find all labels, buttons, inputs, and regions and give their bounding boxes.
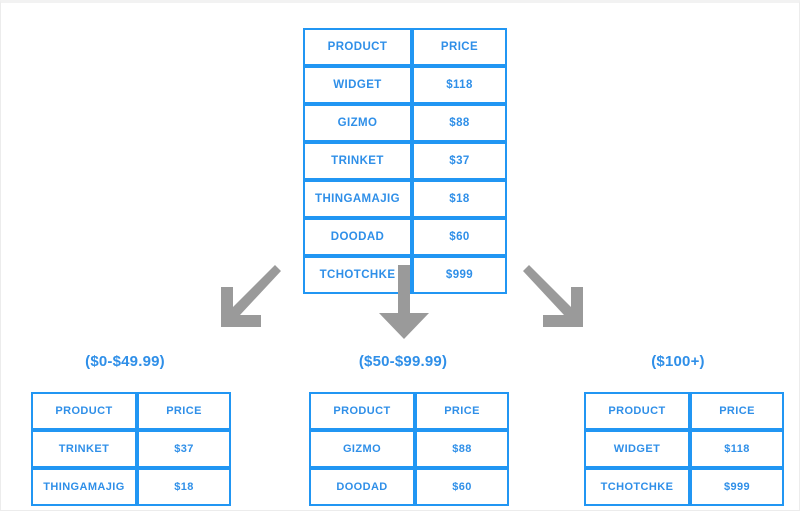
- cell-product: GIZMO: [303, 104, 412, 142]
- header-price: PRICE: [415, 392, 509, 430]
- cell-product: TCHOTCHKE: [584, 468, 690, 506]
- table-row: DOODAD $60: [303, 218, 507, 256]
- cell-price: $118: [412, 66, 507, 104]
- cell-product: DOODAD: [309, 468, 415, 506]
- cell-price: $60: [412, 218, 507, 256]
- table-row: TCHOTCHKE $999: [584, 468, 784, 506]
- table-row: WIDGET $118: [303, 66, 507, 104]
- bucket-title-high: ($100+): [651, 353, 705, 370]
- table-header-row: PRODUCT PRICE: [584, 392, 784, 430]
- cell-price: $18: [137, 468, 231, 506]
- table-row: THINGAMAJIG $18: [303, 180, 507, 218]
- cell-price: $999: [690, 468, 784, 506]
- bucket-title-mid: ($50-$99.99): [358, 353, 448, 370]
- table-row: THINGAMAJIG $18: [31, 468, 231, 506]
- table-row: WIDGET $118: [584, 430, 784, 468]
- table-header-row: PRODUCT PRICE: [303, 28, 507, 66]
- header-price: PRICE: [137, 392, 231, 430]
- cell-price: $37: [412, 142, 507, 180]
- table-header-row: PRODUCT PRICE: [31, 392, 231, 430]
- header-product: PRODUCT: [309, 392, 415, 430]
- arrow-down-right-icon: [523, 265, 583, 327]
- table-row: DOODAD $60: [309, 468, 509, 506]
- cell-price: $999: [412, 256, 507, 294]
- table-row: TRINKET $37: [31, 430, 231, 468]
- header-product: PRODUCT: [584, 392, 690, 430]
- bucket-table-mid: PRODUCT PRICE GIZMO $88 DOODAD $60: [309, 392, 509, 506]
- cell-price: $60: [415, 468, 509, 506]
- bucket-title-low: ($0-$49.99): [85, 353, 165, 370]
- header-product: PRODUCT: [303, 28, 412, 66]
- arrow-down-left-icon: [221, 265, 281, 327]
- cell-price: $118: [690, 430, 784, 468]
- cell-product: GIZMO: [309, 430, 415, 468]
- table-row: TCHOTCHKE $999: [303, 256, 507, 294]
- cell-price: $88: [415, 430, 509, 468]
- cell-product: DOODAD: [303, 218, 412, 256]
- cell-product: TCHOTCHKE: [303, 256, 412, 294]
- arrow-down-icon: [379, 265, 429, 339]
- cell-product: WIDGET: [584, 430, 690, 468]
- table-row: GIZMO $88: [309, 430, 509, 468]
- header-price: PRICE: [690, 392, 784, 430]
- table-row: GIZMO $88: [303, 104, 507, 142]
- cell-price: $37: [137, 430, 231, 468]
- source-products-table: PRODUCT PRICE WIDGET $118 GIZMO $88 TRIN…: [303, 28, 507, 294]
- table-header-row: PRODUCT PRICE: [309, 392, 509, 430]
- cell-product: THINGAMAJIG: [31, 468, 137, 506]
- table-row: TRINKET $37: [303, 142, 507, 180]
- cell-product: WIDGET: [303, 66, 412, 104]
- cell-price: $18: [412, 180, 507, 218]
- bucket-table-high: PRODUCT PRICE WIDGET $118 TCHOTCHKE $999: [584, 392, 784, 506]
- header-product: PRODUCT: [31, 392, 137, 430]
- cell-product: THINGAMAJIG: [303, 180, 412, 218]
- cell-price: $88: [412, 104, 507, 142]
- cell-product: TRINKET: [303, 142, 412, 180]
- bucket-table-low: PRODUCT PRICE TRINKET $37 THINGAMAJIG $1…: [31, 392, 231, 506]
- header-price: PRICE: [412, 28, 507, 66]
- cell-product: TRINKET: [31, 430, 137, 468]
